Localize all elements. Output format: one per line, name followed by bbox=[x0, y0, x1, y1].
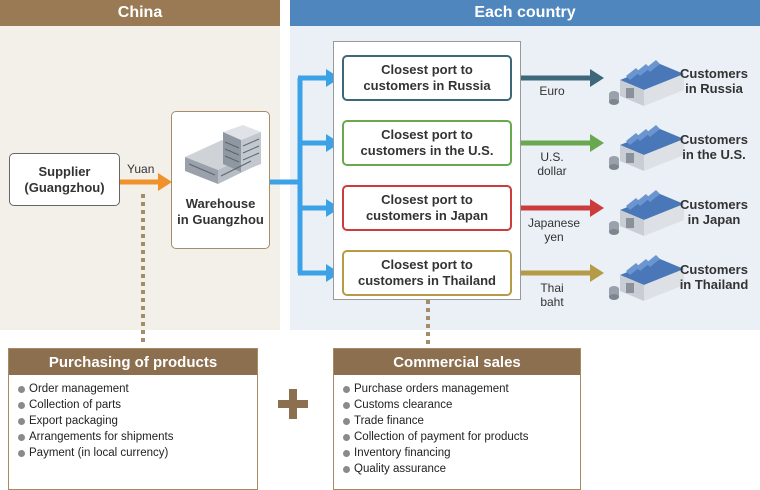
currency-thailand: Thai baht bbox=[540, 281, 564, 309]
list-item: Inventory financing bbox=[343, 445, 580, 461]
customers-japan: Customers in Japan bbox=[680, 197, 748, 227]
purchasing-list: Order management Collection of parts Exp… bbox=[9, 381, 257, 461]
country-header: Each country bbox=[290, 0, 760, 26]
port-us-label: Closest port to customers in the U.S. bbox=[360, 127, 494, 158]
customers-us: Customers in the U.S. bbox=[680, 132, 748, 162]
port-thailand-label: Closest port to customers in Thailand bbox=[358, 257, 496, 288]
port-us: Closest port to customers in the U.S. bbox=[342, 120, 512, 166]
china-header: China bbox=[0, 0, 280, 26]
currency-russia: Euro bbox=[539, 84, 565, 98]
commercial-list: Purchase orders management Customs clear… bbox=[334, 381, 580, 477]
currency-arrows bbox=[512, 69, 604, 282]
yuan-label: Yuan bbox=[127, 162, 155, 176]
plus-icon bbox=[278, 389, 308, 419]
port-russia-label: Closest port to customers in Russia bbox=[363, 62, 491, 93]
list-item: Payment (in local currency) bbox=[18, 445, 257, 461]
list-item: Arrangements for shipments bbox=[18, 429, 257, 445]
list-item: Collection of payment for products bbox=[343, 429, 580, 445]
purchasing-title: Purchasing of products bbox=[9, 349, 257, 375]
supplier-box: Supplier (Guangzhou) bbox=[9, 153, 120, 206]
list-item: Collection of parts bbox=[18, 397, 257, 413]
port-japan: Closest port to customers in Japan bbox=[342, 185, 512, 231]
country-title: Each country bbox=[474, 4, 576, 21]
commercial-title: Commercial sales bbox=[334, 349, 580, 375]
list-item: Trade finance bbox=[343, 413, 580, 429]
customers-thailand: Customers in Thailand bbox=[679, 262, 749, 292]
list-item: Purchase orders management bbox=[343, 381, 580, 397]
customers-russia: Customers in Russia bbox=[680, 66, 748, 96]
port-thailand: Closest port to customers in Thailand bbox=[342, 250, 512, 296]
list-item: Export packaging bbox=[18, 413, 257, 429]
list-item: Customs clearance bbox=[343, 397, 580, 413]
warehouse-box: Warehouse in Guangzhou bbox=[171, 111, 270, 249]
building-icon bbox=[185, 125, 261, 184]
list-item: Order management bbox=[18, 381, 257, 397]
list-item: Quality assurance bbox=[343, 461, 580, 477]
currency-us: U.S. dollar bbox=[537, 150, 567, 178]
purchasing-panel: Purchasing of products Order management … bbox=[8, 348, 258, 490]
port-japan-label: Closest port to customers in Japan bbox=[365, 192, 489, 223]
orange-arrowhead bbox=[158, 173, 172, 191]
warehouse-label: Warehouse in Guangzhou bbox=[177, 196, 264, 227]
currency-japan: Japanese yen bbox=[527, 216, 581, 244]
port-russia: Closest port to customers in Russia bbox=[342, 55, 512, 101]
supplier-label: Supplier (Guangzhou) bbox=[24, 163, 105, 195]
commercial-panel: Commercial sales Purchase orders managem… bbox=[333, 348, 581, 490]
china-title: China bbox=[117, 4, 163, 21]
